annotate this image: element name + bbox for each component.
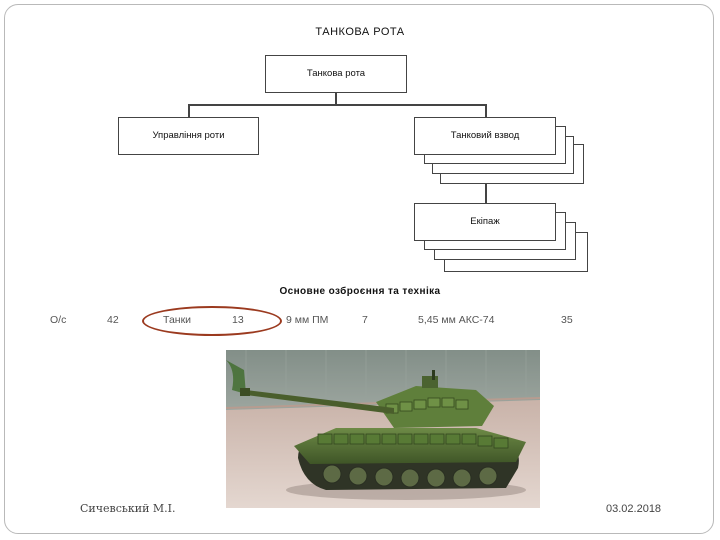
connector-to-platoon	[485, 104, 487, 118]
pistol-value: 7	[362, 314, 368, 326]
pistol-label: 9 мм ПМ	[286, 314, 329, 326]
tanks-highlight-ellipse	[142, 306, 282, 336]
rifle-value: 35	[561, 314, 573, 326]
platoon-box: Танковий взвод	[414, 117, 556, 155]
diagram-title: ТАНКОВА РОТА	[315, 26, 405, 38]
author-text: Сичевський М.І.	[80, 502, 176, 515]
connector-company-down	[335, 92, 337, 105]
tank-illustration	[226, 350, 540, 508]
management-box: Управління роти	[118, 117, 259, 155]
personnel-value: 42	[107, 314, 119, 326]
company-label: Танкова рота	[306, 68, 366, 79]
platoon-label: Танковий взвод	[450, 130, 520, 141]
date-text: 03.02.2018	[606, 503, 662, 515]
management-label: Управління роти	[152, 130, 225, 141]
crew-box: Екіпаж	[414, 203, 556, 241]
connector-to-management	[188, 104, 190, 118]
company-box: Танкова рота	[265, 55, 407, 93]
personnel-label: О/с	[50, 314, 67, 326]
connector-horizontal	[188, 104, 486, 106]
crew-label: Екіпаж	[470, 216, 500, 227]
armament-heading: Основне озброєння та техніка	[279, 286, 441, 297]
tank-photo	[226, 350, 540, 508]
connector-platoon-down	[485, 182, 487, 204]
rifle-label: 5,45 мм АКС-74	[418, 314, 495, 326]
